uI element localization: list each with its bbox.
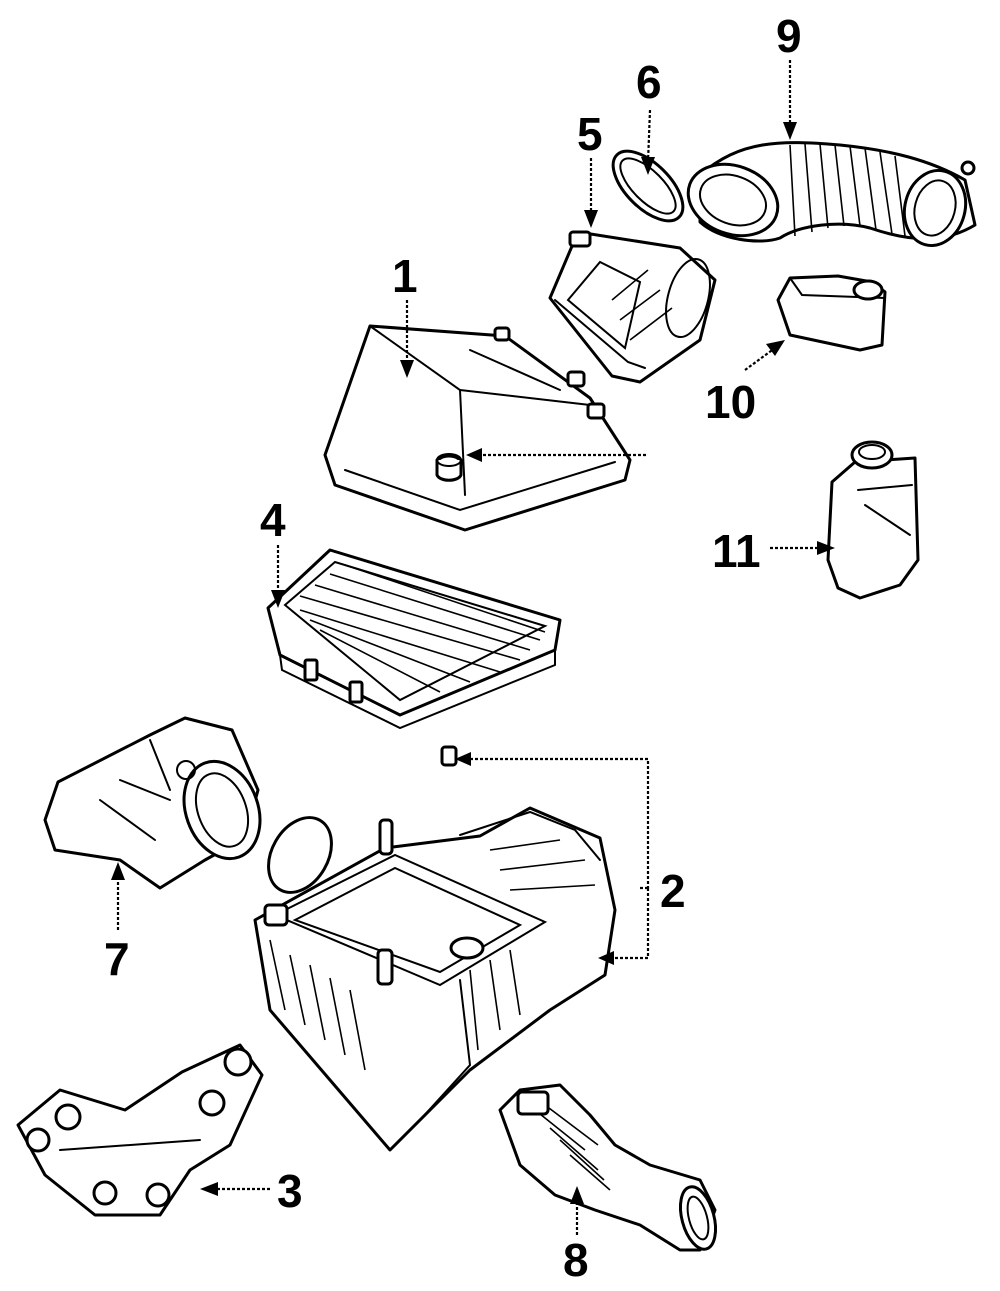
air-filter-element bbox=[266, 548, 562, 730]
callout-2: 2 bbox=[660, 865, 686, 917]
callout-11: 11 bbox=[712, 525, 761, 577]
leader-arrowheads bbox=[111, 122, 835, 1204]
mounting-bracket bbox=[16, 1043, 264, 1217]
air-cleaner-cover bbox=[323, 324, 632, 532]
callout-labels: 1 2 3 4 5 6 7 8 9 10 11 bbox=[104, 10, 802, 1286]
callout-8: 8 bbox=[563, 1234, 589, 1286]
housing-bolt bbox=[440, 745, 458, 767]
callout-10: 10 bbox=[705, 376, 756, 428]
resonator bbox=[776, 274, 887, 352]
callout-7: 7 bbox=[104, 933, 130, 985]
intake-duct-hose bbox=[686, 141, 977, 248]
callout-1: 1 bbox=[392, 250, 418, 302]
housing-grommet bbox=[435, 453, 463, 482]
inlet-duct-adapter bbox=[43, 716, 262, 890]
mass-air-flow-housing bbox=[548, 230, 717, 384]
callout-3: 3 bbox=[277, 1165, 303, 1217]
intake-tube bbox=[498, 1083, 718, 1252]
air-cleaner-lower-housing bbox=[253, 806, 617, 1152]
leader-lines bbox=[116, 60, 825, 1235]
resonator-body bbox=[826, 440, 920, 600]
callout-9: 9 bbox=[776, 10, 802, 62]
callout-4: 4 bbox=[260, 494, 286, 546]
callout-6: 6 bbox=[636, 56, 662, 108]
seal-ring bbox=[611, 149, 685, 223]
callout-5: 5 bbox=[577, 108, 603, 160]
